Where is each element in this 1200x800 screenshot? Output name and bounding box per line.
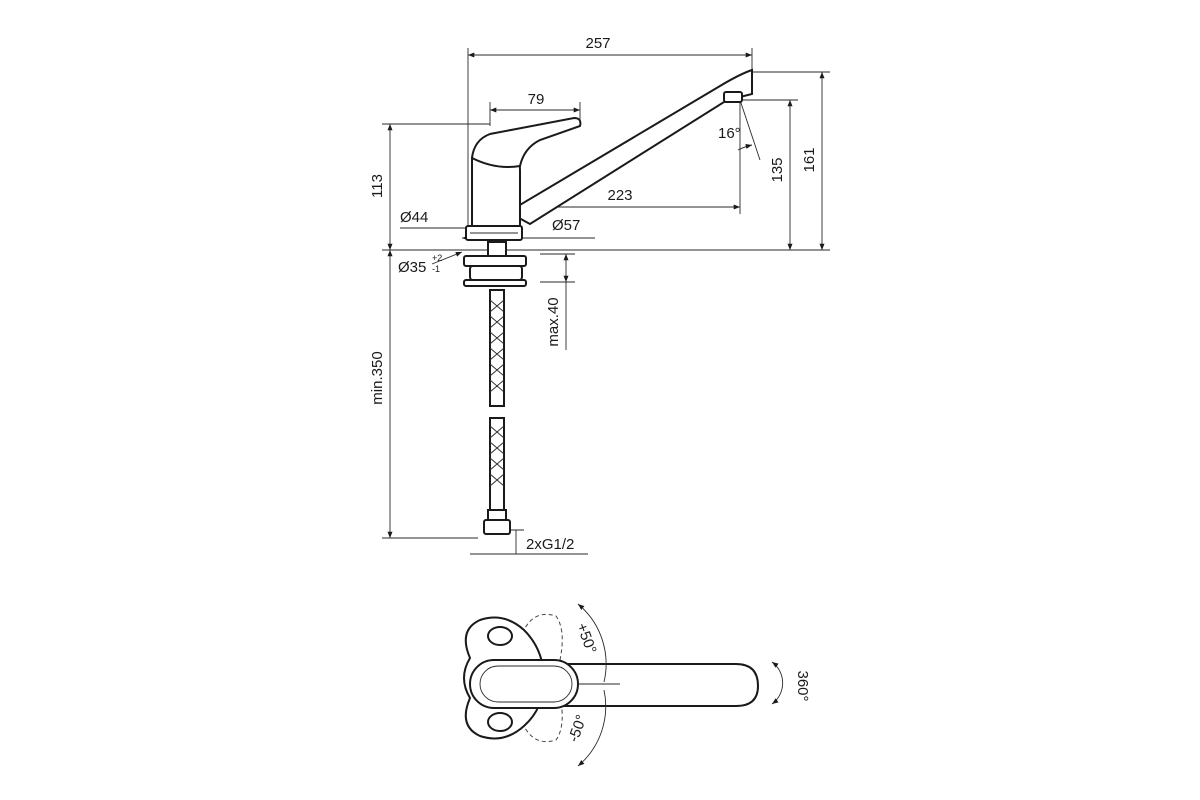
angle-360: 360°: [794, 670, 811, 701]
dim-connection: 2xG1/2: [526, 536, 574, 553]
stud: [487, 241, 507, 257]
dim-257: 257: [585, 35, 610, 52]
dim-min350: min.350: [369, 351, 386, 404]
hose-connector: [483, 519, 511, 535]
arc-plus-50: [577, 603, 607, 683]
flange-hole-bottom: [487, 712, 513, 732]
dim-161: 161: [801, 147, 818, 172]
tap-body: [463, 68, 753, 535]
hose-upper: [489, 289, 505, 407]
aerator: [723, 91, 743, 103]
angle-minus-50: -50°: [565, 713, 590, 745]
angle-plus-50: +50°: [573, 621, 600, 656]
side-view: 257 79 223 113 135 161 16° Ø44 Ø57 Ø35 +…: [369, 35, 830, 555]
dim-16-angle: 16°: [718, 125, 741, 142]
dim-79: 79: [528, 91, 545, 108]
dimension-lines: [387, 52, 825, 555]
dim-57: Ø57: [552, 217, 580, 234]
dim-max40: max.40: [545, 297, 562, 346]
dim-135: 135: [769, 157, 786, 182]
extension-lines: [382, 48, 830, 555]
arc-minus-50: [577, 689, 607, 767]
dim-113: 113: [369, 174, 386, 198]
flange-hole-top: [487, 626, 513, 646]
dim-16-arc: [737, 143, 753, 151]
spout-top: [539, 663, 760, 707]
hose-ferrule: [487, 509, 507, 521]
dim-35: Ø35: [398, 259, 426, 276]
dim-35-line: [431, 251, 463, 265]
fixing-nut: [469, 265, 523, 281]
lever-top: [469, 659, 579, 709]
arc-360: [771, 661, 784, 705]
lever: [470, 116, 582, 168]
dim-223: 223: [607, 187, 632, 204]
dim-44: Ø44: [400, 209, 428, 226]
top-view: +50° -50° 360°: [463, 603, 811, 767]
fixing-washer: [463, 279, 527, 287]
dim-35-tol-minus: -1: [432, 264, 440, 274]
dim-35-tol-plus: +2: [432, 253, 442, 263]
deck-plate: [463, 255, 527, 267]
